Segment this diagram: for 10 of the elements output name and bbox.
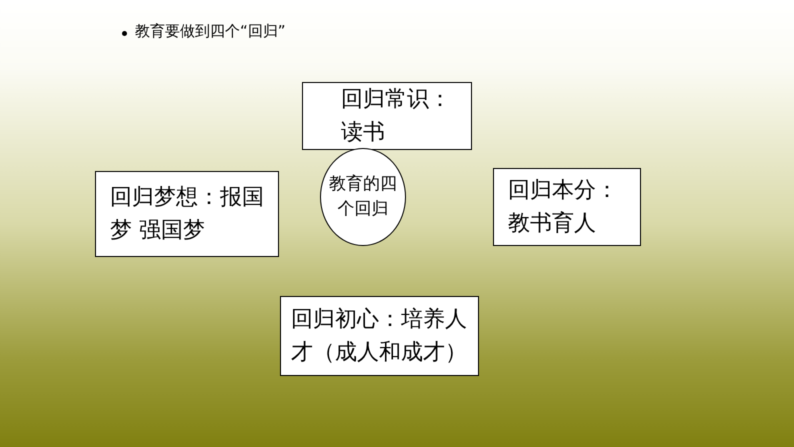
- text-box: [302, 82, 472, 150]
- box-label: 回归常识：读书: [341, 86, 451, 147]
- center-label: 教育的四个回归: [329, 172, 397, 221]
- box-label: 回归本分：教书育人: [508, 177, 619, 238]
- box-label: 回归初心：培养人才（成人和成才）: [291, 306, 468, 367]
- text-box: [95, 171, 279, 257]
- text-box: [280, 296, 479, 376]
- title: 教育要做到四个“回归”: [135, 22, 286, 41]
- box-label: 回归梦想：报国梦 强国梦: [110, 184, 265, 245]
- text-box: [493, 168, 641, 246]
